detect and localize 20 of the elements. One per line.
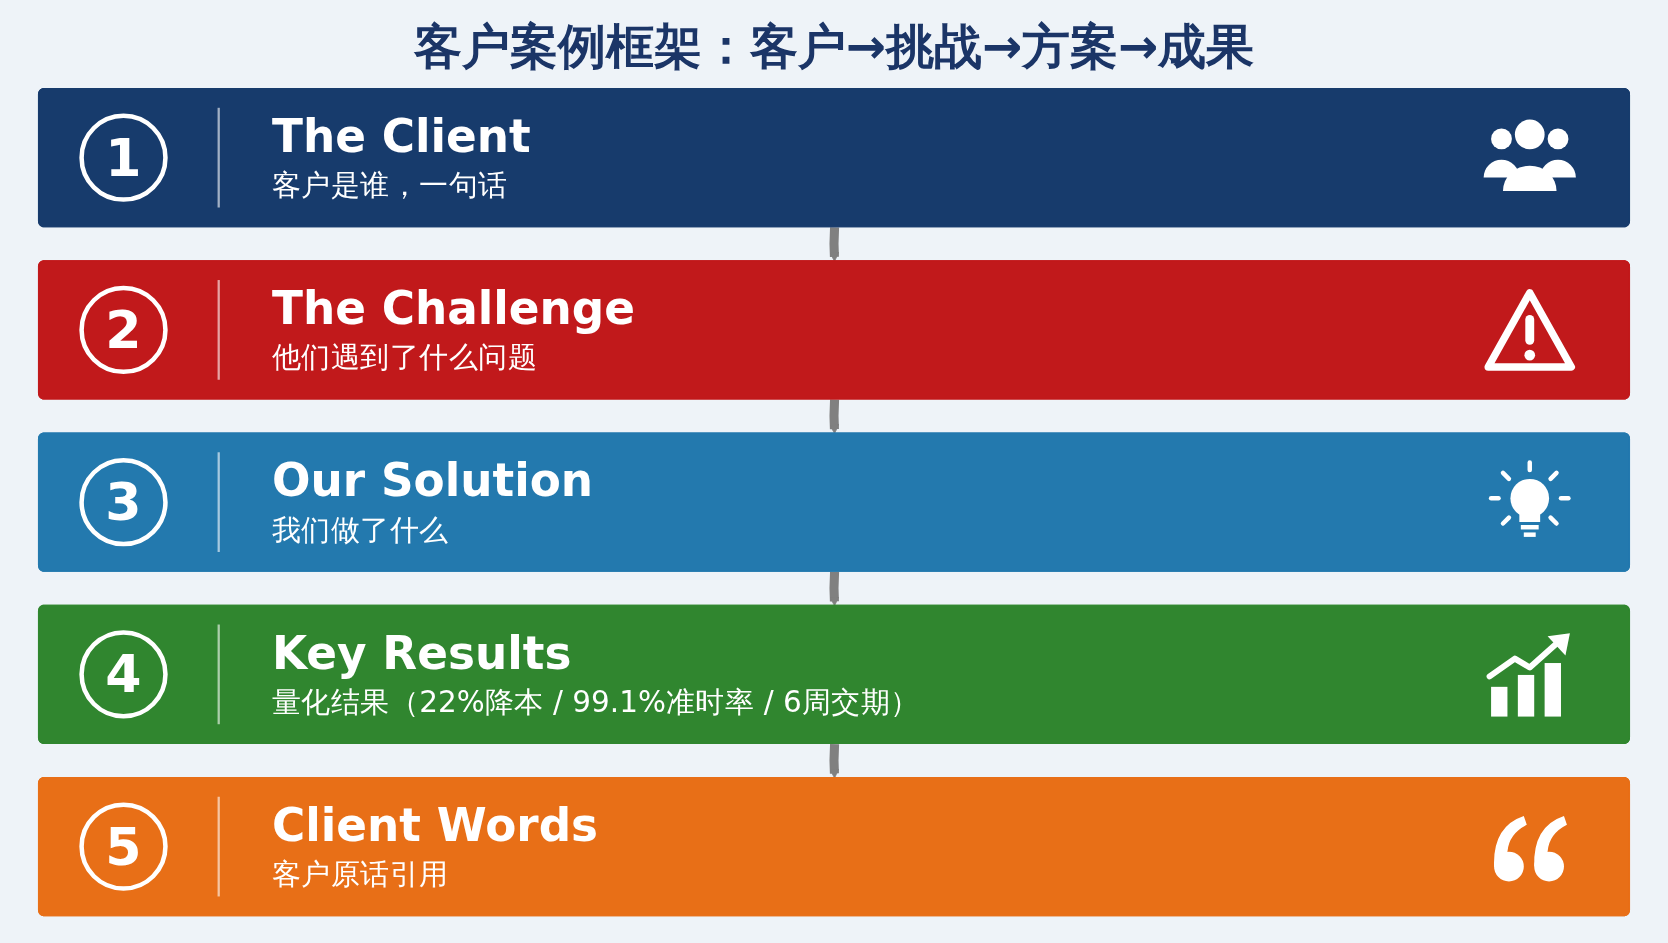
step-title: Client Words <box>271 797 599 853</box>
step-title: Our Solution <box>271 453 594 509</box>
step-number: 2 <box>79 285 168 374</box>
step-number: 5 <box>79 802 168 891</box>
step-description: 客户是谁，一句话 <box>271 166 508 204</box>
step-title: Key Results <box>271 625 572 681</box>
step-description: 我们做了什么 <box>271 511 449 549</box>
step-number: 3 <box>79 457 168 546</box>
step-description: 量化结果（22%降本 / 99.1%准时率 / 6周交期） <box>271 683 920 721</box>
arrow <box>829 226 840 262</box>
step-description: 他们遇到了什么问题 <box>271 338 538 376</box>
step-description: 客户原话引用 <box>271 855 449 893</box>
step-number: 1 <box>79 113 168 202</box>
step-title: The Challenge <box>271 281 636 337</box>
arrow <box>829 743 840 779</box>
title: 客户案例框架：客户→挑战→方案→成果 <box>413 18 1255 76</box>
step-title: The Client <box>271 108 531 164</box>
arrow <box>829 571 840 606</box>
arrow <box>829 399 840 434</box>
step-number: 4 <box>79 629 168 719</box>
